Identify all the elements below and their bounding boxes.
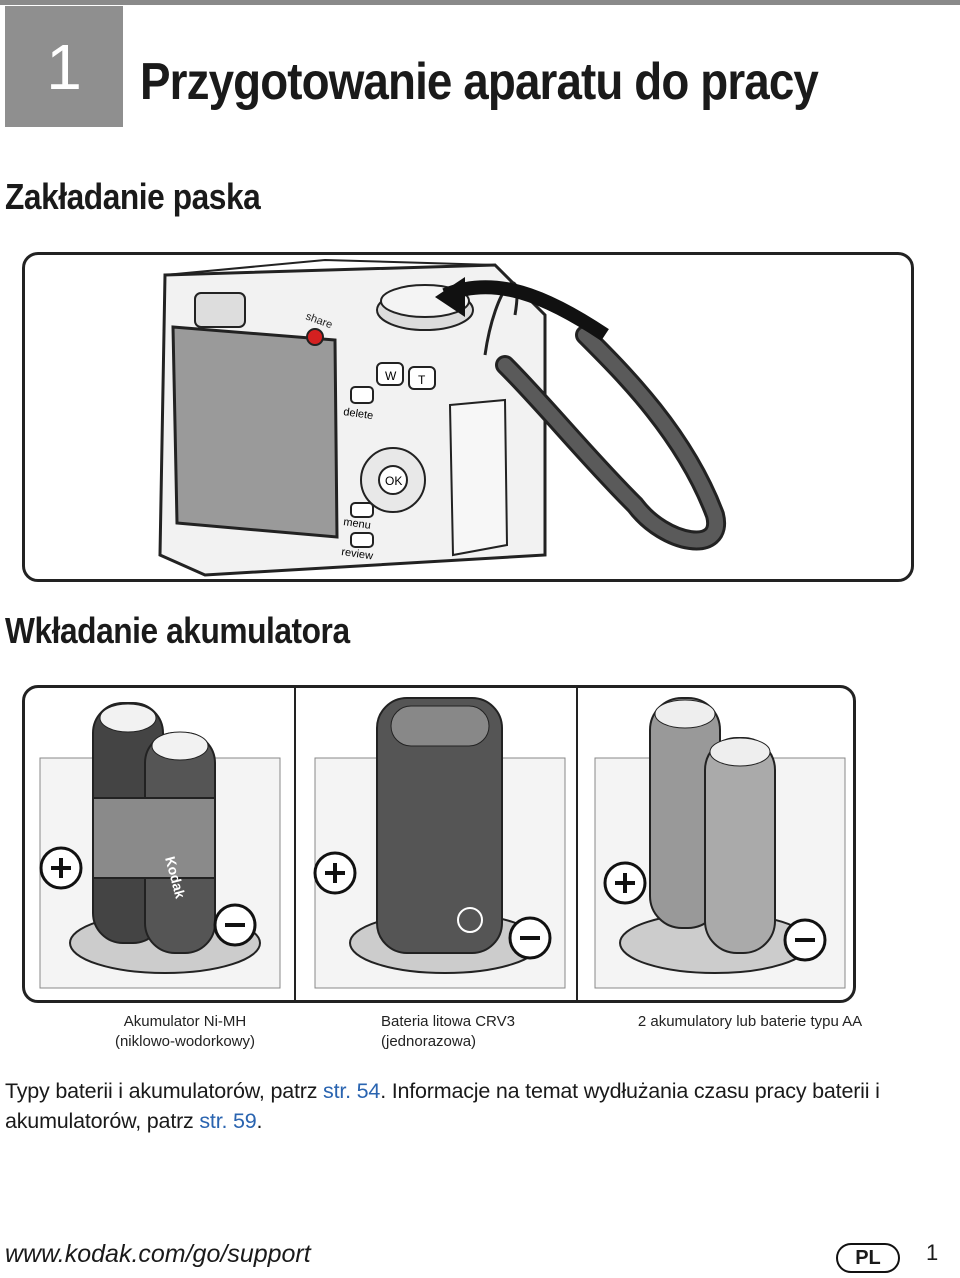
footer-url[interactable]: www.kodak.com/go/support — [5, 1240, 311, 1268]
nimh-battery-panel: Kodak — [39, 702, 281, 989]
link-page-54[interactable]: str. 54 — [323, 1079, 381, 1103]
caption-aa: 2 akumulatory lub baterie typu AA — [637, 1013, 863, 1030]
delete-label: delete — [343, 406, 374, 422]
chapter-title: Przygotowanie aparatu do pracy — [140, 53, 819, 111]
chapter-number-box: 1 — [5, 6, 123, 127]
chapter-number: 1 — [46, 30, 82, 103]
page-number: 1 — [926, 1240, 939, 1265]
svg-text:T: T — [418, 373, 426, 387]
top-rule — [0, 0, 960, 5]
section-heading-battery: Wkładanie akumulatora — [5, 610, 350, 651]
review-label: review — [341, 546, 374, 562]
aa-battery-panel — [594, 697, 846, 989]
battery-illustration: Kodak — [22, 685, 856, 1003]
caption-nimh: Akumulator Ni-MH (niklowo-wodorkowy) — [114, 1013, 256, 1050]
ok-label: OK — [385, 474, 402, 488]
section-heading-strap: Zakładanie paska — [5, 176, 261, 217]
strap-illustration: share W T delete OK menu review — [22, 252, 914, 582]
caption-crv3: Bateria litowa CRV3 (jednorazowa) — [381, 1013, 515, 1050]
battery-types-drawing: Kodak — [39, 688, 846, 1000]
language-badge: PL — [836, 1243, 900, 1273]
share-button-dot — [306, 328, 324, 346]
link-page-59[interactable]: str. 59 — [199, 1109, 257, 1133]
menu-label: menu — [343, 516, 372, 532]
camera-strap-drawing: share W T delete OK menu review — [158, 258, 727, 577]
battery-info-paragraph: Typy baterii i akumulatorów, patrz str. … — [5, 1079, 880, 1133]
svg-text:W: W — [385, 369, 397, 383]
crv3-battery-panel — [313, 697, 566, 989]
